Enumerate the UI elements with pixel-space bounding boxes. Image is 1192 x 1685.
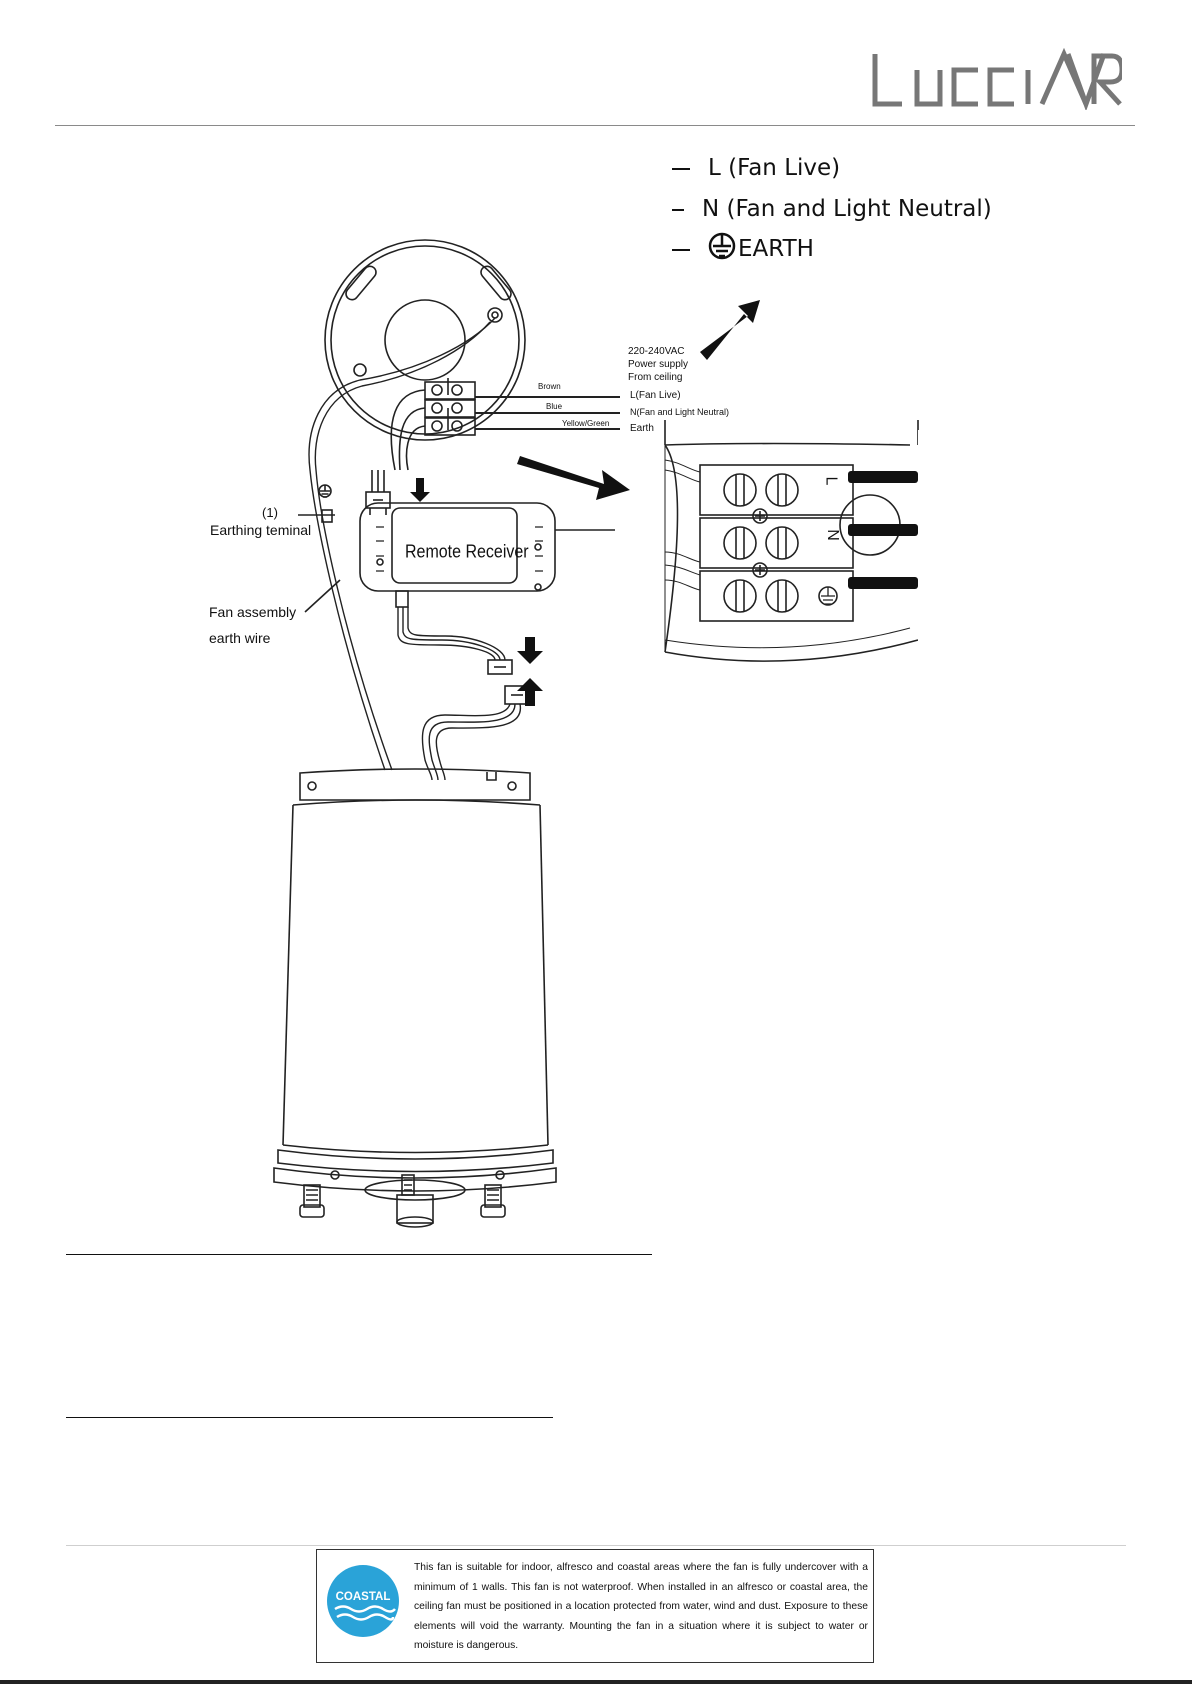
terminal-block-zoom <box>664 420 919 662</box>
legend-earth: EARTH <box>672 232 814 266</box>
zoom-label-l: L <box>822 476 840 486</box>
power-line-2: Power supply <box>628 359 689 370</box>
lucci-air-logo <box>872 48 1122 110</box>
power-line-1: 220-240VAC <box>628 346 685 357</box>
power-line-3: From ceiling <box>628 372 683 383</box>
header-rule <box>55 125 1135 126</box>
section-underline-2 <box>66 1417 553 1418</box>
section-underline-1 <box>66 1254 652 1255</box>
earth-wire-line-2: earth wire <box>209 630 271 646</box>
wire-yellow-green-label: Yellow/Green <box>562 419 610 428</box>
legend-dash <box>672 208 684 211</box>
legend-neutral: N (Fan and Light Neutral) <box>672 196 992 222</box>
coastal-notice-box <box>316 1549 874 1663</box>
wire-live-label: L(Fan Live) <box>630 390 681 401</box>
earth-symbol-icon <box>708 232 736 266</box>
wire-brown-label: Brown <box>538 382 561 391</box>
coastal-notice-text: This fan is suitable for indoor, alfresc… <box>414 1562 868 1652</box>
legend-dash <box>672 248 690 251</box>
footer-rule <box>66 1545 1126 1546</box>
remote-receiver-label: Remote Receiver <box>405 542 529 563</box>
terminal-block-small <box>424 381 476 436</box>
motor-housing <box>273 768 557 1228</box>
legend-live: L (Fan Live) <box>672 155 840 181</box>
wire-neutral-label: N(Fan and Light Neutral) <box>630 407 730 417</box>
terminal-number: (1) <box>262 505 278 520</box>
remote-receiver <box>359 470 615 608</box>
coastal-badge-icon: COASTAL <box>327 1565 399 1637</box>
legend-dash <box>672 167 690 170</box>
wire-earth-label: Earth <box>630 423 654 434</box>
zoom-label-n: N <box>823 529 841 541</box>
coastal-badge-text: COASTAL <box>336 1591 391 1603</box>
earthing-terminal-label: Earthing teminal <box>210 522 312 538</box>
bottom-rule <box>0 1680 1192 1684</box>
earth-wire-line-1: Fan assembly <box>209 604 297 620</box>
wiring-diagram <box>273 239 919 1228</box>
wire-blue-label: Blue <box>546 402 563 411</box>
